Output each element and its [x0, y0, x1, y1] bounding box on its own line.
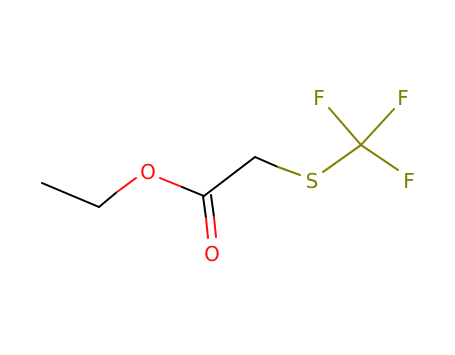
bond-carbonyl-methylene: [203, 156, 256, 197]
atom-label-carbonyl-oxygen: O: [204, 242, 220, 266]
bond-cf3-f1: [328, 107, 362, 146]
bond-oxygen-carbonyl-a: [159, 177, 183, 188]
atom-label-fluorine-1: F: [313, 86, 325, 110]
bond-cf3-f3: [360, 144, 399, 171]
atom-label-fluorine-2: F: [397, 86, 409, 110]
bond-carbonyl-double-b1: [210, 194, 215, 218]
bond-methylene-sulfur-b: [277, 166, 301, 176]
atom-labels: O O S F F F: [140, 86, 415, 266]
atom-label-ester-oxygen: O: [140, 160, 156, 184]
atom-label-sulfur: S: [306, 169, 319, 193]
bond-cf3-f2: [360, 108, 395, 146]
bond-carbonyl-double-b2: [213, 216, 217, 238]
bond-oxygen-carbonyl-b: [181, 186, 205, 197]
bond-methylene-oxygen-a: [98, 191, 118, 208]
atom-label-fluorine-3: F: [403, 169, 415, 193]
bond-carbonyl-double-a2: [205, 217, 209, 239]
bond-sulfur-cf3: [322, 144, 362, 173]
bond-methylene-sulfur-a: [254, 156, 279, 168]
bonds: [41, 107, 399, 239]
bond-methylene-oxygen-b: [116, 177, 137, 193]
bond-carbonyl-double-a1: [202, 195, 207, 219]
bond-methyl-methylene: [41, 182, 100, 208]
